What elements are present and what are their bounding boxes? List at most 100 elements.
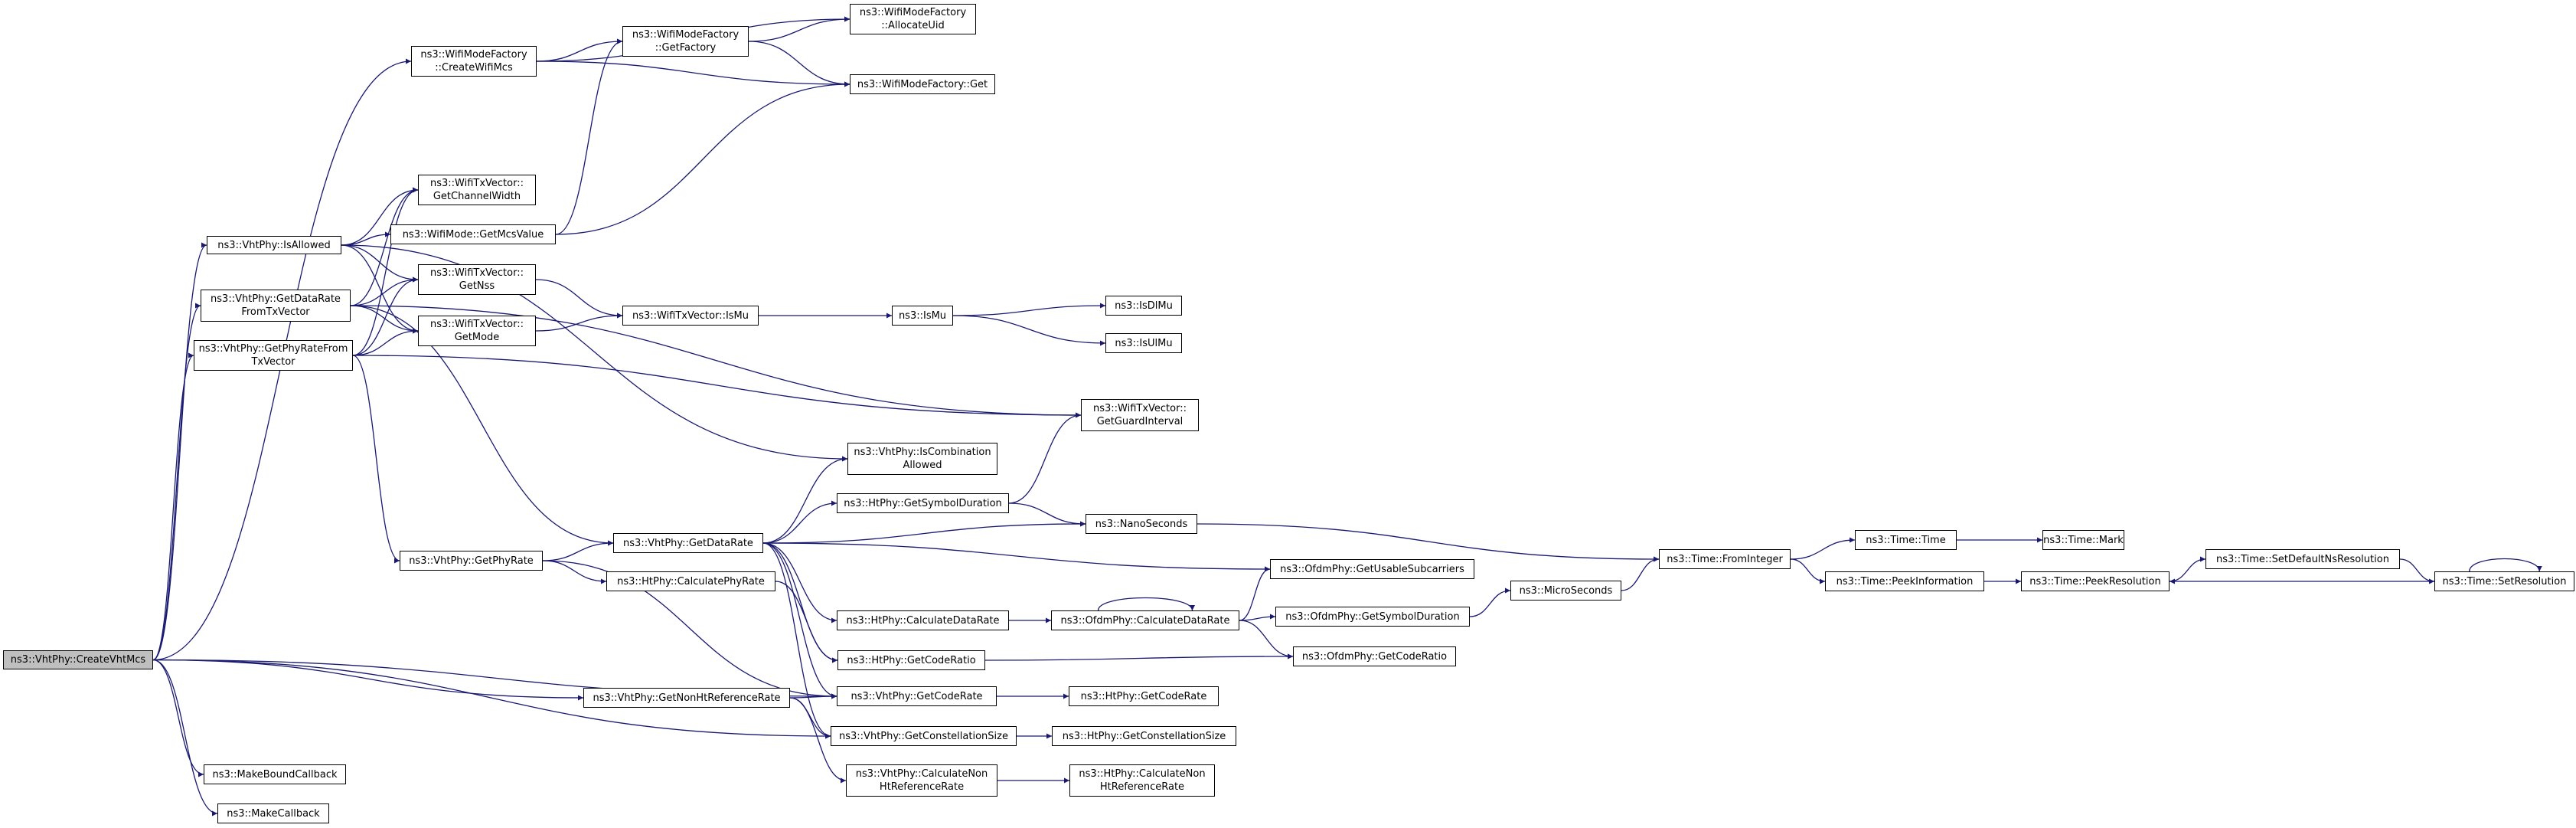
edge-setResolution-to-setResolution — [2469, 558, 2542, 572]
node-peek-resolution[interactable]: ns3::Time::PeekResolution — [2021, 571, 2170, 591]
edge-createVhtMcs-to-makeBoundCallback — [152, 659, 204, 777]
node-wmf-get[interactable]: ns3::WifiModeFactory::Get — [850, 74, 995, 94]
edge-isMu-to-isDlMu — [952, 303, 1106, 316]
node-get-phy-rate-from-tx[interactable]: ns3::VhtPhy::GetPhyRateFrom TxVector — [194, 340, 353, 371]
edge-getNonHtRefRate-to-vhtCalcNonHtRefRate — [789, 697, 847, 784]
edge-getMcsValue-to-wmfGet — [555, 81, 851, 235]
node-micro-seconds[interactable]: ns3::MicroSeconds — [1510, 581, 1621, 601]
edge-getPhyRateFromTx-to-getMode — [352, 328, 419, 356]
node-get-data-rate-from-tx[interactable]: ns3::VhtPhy::GetDataRate FromTxVector — [201, 290, 351, 322]
node-time-time[interactable]: ns3::Time::Time — [1855, 530, 1957, 550]
node-allocate-uid[interactable]: ns3::WifiModeFactory ::AllocateUid — [850, 4, 976, 34]
edge-getMode-to-txIsMu — [535, 313, 623, 332]
node-ht-calc-non-ht-ref-rate[interactable]: ns3::HtPhy::CalculateNon HtReferenceRate — [1069, 764, 1215, 797]
edge-getPhyRate-to-vhtGetDataRate — [542, 540, 614, 561]
edge-ofdmCalcDataRate-to-ofdmCalcDataRate — [1097, 597, 1195, 611]
edge-getFactory-to-wmfGet — [748, 41, 851, 87]
edge-htGetCodeRatio-to-ofdmGetCodeRatio — [984, 653, 1294, 661]
edge-createWifiMcs-to-getFactory — [536, 38, 623, 62]
edge-fromInteger-to-peekInformation — [1790, 558, 1826, 584]
node-is-combo-allowed[interactable]: ns3::VhtPhy::IsCombination Allowed — [847, 443, 997, 475]
edge-getPhyRateFromTx-to-getNss — [352, 277, 419, 356]
edge-createVhtMcs-to-makeCallback — [152, 659, 218, 817]
edge-createWifiMcs-to-wmfGet — [536, 61, 851, 87]
node-is-dl-mu[interactable]: ns3::IsDlMu — [1105, 296, 1182, 316]
edge-isAllowed-to-getMcsValue — [341, 231, 391, 246]
edge-createVhtMcs-to-getNonHtRefRate — [152, 659, 584, 701]
node-get-nss[interactable]: ns3::WifiTxVector:: GetNss — [418, 264, 536, 295]
node-ofdm-get-code-ratio[interactable]: ns3::OfdmPhy::GetCodeRatio — [1293, 646, 1456, 666]
node-peek-information[interactable]: ns3::Time::PeekInformation — [1825, 571, 1984, 591]
node-time-mark[interactable]: ns3::Time::Mark — [2042, 530, 2124, 550]
node-set-default-ns-res[interactable]: ns3::Time::SetDefaultNsResolution — [2205, 549, 2400, 569]
node-vht-calc-non-ht-ref-rate[interactable]: ns3::VhtPhy::CalculateNon HtReferenceRat… — [846, 764, 997, 797]
node-ht-calc-data-rate[interactable]: ns3::HtPhy::CalculateDataRate — [837, 610, 1009, 630]
edge-isAllowed-to-getMode — [341, 244, 419, 334]
node-ht-get-code-rate[interactable]: ns3::HtPhy::GetCodeRate — [1069, 686, 1219, 706]
node-ht-get-code-ratio[interactable]: ns3::HtPhy::GetCodeRatio — [837, 650, 985, 670]
edge-htGetSymbolDuration-to-nanoSeconds — [1008, 502, 1086, 527]
edge-createVhtMcs-to-getPhyRateFromTx — [152, 352, 194, 661]
edge-getPhyRateFromTx-to-getPhyRate — [352, 355, 400, 564]
node-get-mcs-value[interactable]: ns3::WifiMode::GetMcsValue — [390, 224, 556, 244]
node-vht-get-data-rate[interactable]: ns3::VhtPhy::GetDataRate — [613, 533, 763, 553]
node-get-factory[interactable]: ns3::WifiModeFactory ::GetFactory — [622, 26, 749, 57]
node-ofdm-get-symbol-duration[interactable]: ns3::OfdmPhy::GetSymbolDuration — [1275, 607, 1470, 627]
edge-getPhyRateFromTx-to-getGuardInterval — [352, 355, 1082, 418]
node-get-guard-interval[interactable]: ns3::WifiTxVector:: GetGuardInterval — [1081, 399, 1199, 431]
edge-vhtGetDataRate-to-nanoSeconds — [762, 521, 1086, 544]
node-is-mu[interactable]: ns3::IsMu — [892, 306, 953, 326]
node-ht-calc-phy-rate[interactable]: ns3::HtPhy::CalculatePhyRate — [606, 571, 775, 591]
edge-setDefaultNsRes-to-setResolution — [2399, 558, 2435, 584]
edge-peekResolution-to-setDefaultNsRes — [2169, 556, 2206, 582]
edge-vhtGetDataRate-to-vhtGetCodeRate — [762, 542, 837, 699]
node-create-wifi-mcs[interactable]: ns3::WifiModeFactory ::CreateWifiMcs — [411, 46, 537, 77]
edge-isAllowed-to-getChannelWidth — [341, 187, 419, 246]
node-get-usable-subcarriers[interactable]: ns3::OfdmPhy::GetUsableSubcarriers — [1270, 559, 1474, 579]
edge-createVhtMcs-to-getDataRateFromTx — [152, 303, 201, 661]
node-ht-get-constellation-size[interactable]: ns3::HtPhy::GetConstellationSize — [1052, 726, 1236, 746]
edge-getPhyRateFromTx-to-getChannelWidth — [352, 187, 419, 356]
edge-getDataRateFromTx-to-vhtGetDataRate — [350, 305, 614, 546]
edge-vhtGetDataRate-to-htGetCodeRatio — [762, 542, 838, 663]
edge-vhtGetDataRate-to-htCalcDataRate — [762, 542, 837, 623]
edge-fromInteger-to-timeTime — [1790, 537, 1856, 560]
node-from-integer[interactable]: ns3::Time::FromInteger — [1659, 549, 1791, 569]
node-vht-get-code-rate[interactable]: ns3::VhtPhy::GetCodeRate — [837, 686, 997, 706]
edge-getNss-to-txIsMu — [535, 279, 623, 319]
edge-getPhyRate-to-htCalcPhyRate — [542, 560, 607, 584]
node-vht-get-constellation-size[interactable]: ns3::VhtPhy::GetConstellationSize — [831, 726, 1017, 746]
node-nano-seconds[interactable]: ns3::NanoSeconds — [1086, 514, 1197, 534]
edge-microSeconds-to-fromInteger — [1621, 556, 1660, 591]
node-make-bound-callback[interactable]: ns3::MakeBoundCallback — [204, 764, 346, 784]
node-is-allowed[interactable]: ns3::VhtPhy::IsAllowed — [207, 236, 341, 254]
node-get-channel-width[interactable]: ns3::WifiTxVector:: GetChannelWidth — [418, 175, 536, 205]
edge-vhtGetDataRate-to-vhtGetConstellationSize — [762, 542, 831, 739]
edge-getFactory-to-allocateUid — [748, 16, 851, 42]
node-make-callback[interactable]: ns3::MakeCallback — [217, 803, 329, 823]
edge-getDataRateFromTx-to-getGuardInterval — [350, 305, 1082, 418]
edge-getDataRateFromTx-to-getChannelWidth — [350, 187, 419, 306]
edge-ofdmCalcDataRate-to-getUsableSubcarriers — [1239, 566, 1271, 621]
edge-isAllowed-to-isComboAllowed — [341, 244, 848, 462]
node-get-non-ht-ref-rate[interactable]: ns3::VhtPhy::GetNonHtReferenceRate — [583, 688, 790, 708]
node-is-ul-mu[interactable]: ns3::IsUlMu — [1105, 333, 1182, 353]
node-get-phy-rate[interactable]: ns3::VhtPhy::GetPhyRate — [400, 551, 543, 571]
edge-vhtGetDataRate-to-isComboAllowed — [762, 456, 848, 544]
edge-ofdmCalcDataRate-to-ofdmGetCodeRatio — [1239, 620, 1294, 659]
node-tx-is-mu[interactable]: ns3::WifiTxVector::IsMu — [622, 306, 759, 326]
edge-getDataRateFromTx-to-getNss — [350, 277, 419, 306]
edge-vhtGetDataRate-to-getUsableSubcarriers — [762, 542, 1271, 572]
edge-getNonHtRefRate-to-vhtGetCodeRate — [789, 693, 837, 699]
edge-getMcsValue-to-getFactory — [555, 38, 623, 235]
edge-createVhtMcs-to-isAllowed — [152, 242, 207, 661]
node-set-resolution[interactable]: ns3::Time::SetResolution — [2434, 571, 2574, 591]
edge-nanoSeconds-to-fromInteger — [1197, 523, 1660, 562]
node-ofdm-calc-data-rate[interactable]: ns3::OfdmPhy::CalculateDataRate — [1051, 610, 1239, 630]
node-get-mode[interactable]: ns3::WifiTxVector:: GetMode — [418, 316, 536, 346]
node-ht-get-symbol-duration[interactable]: ns3::HtPhy::GetSymbolDuration — [837, 493, 1009, 513]
edge-createVhtMcs-to-vhtGetConstellationSize — [152, 659, 831, 739]
node-create-vht-mcs[interactable]: ns3::VhtPhy::CreateVhtMcs — [3, 650, 153, 669]
